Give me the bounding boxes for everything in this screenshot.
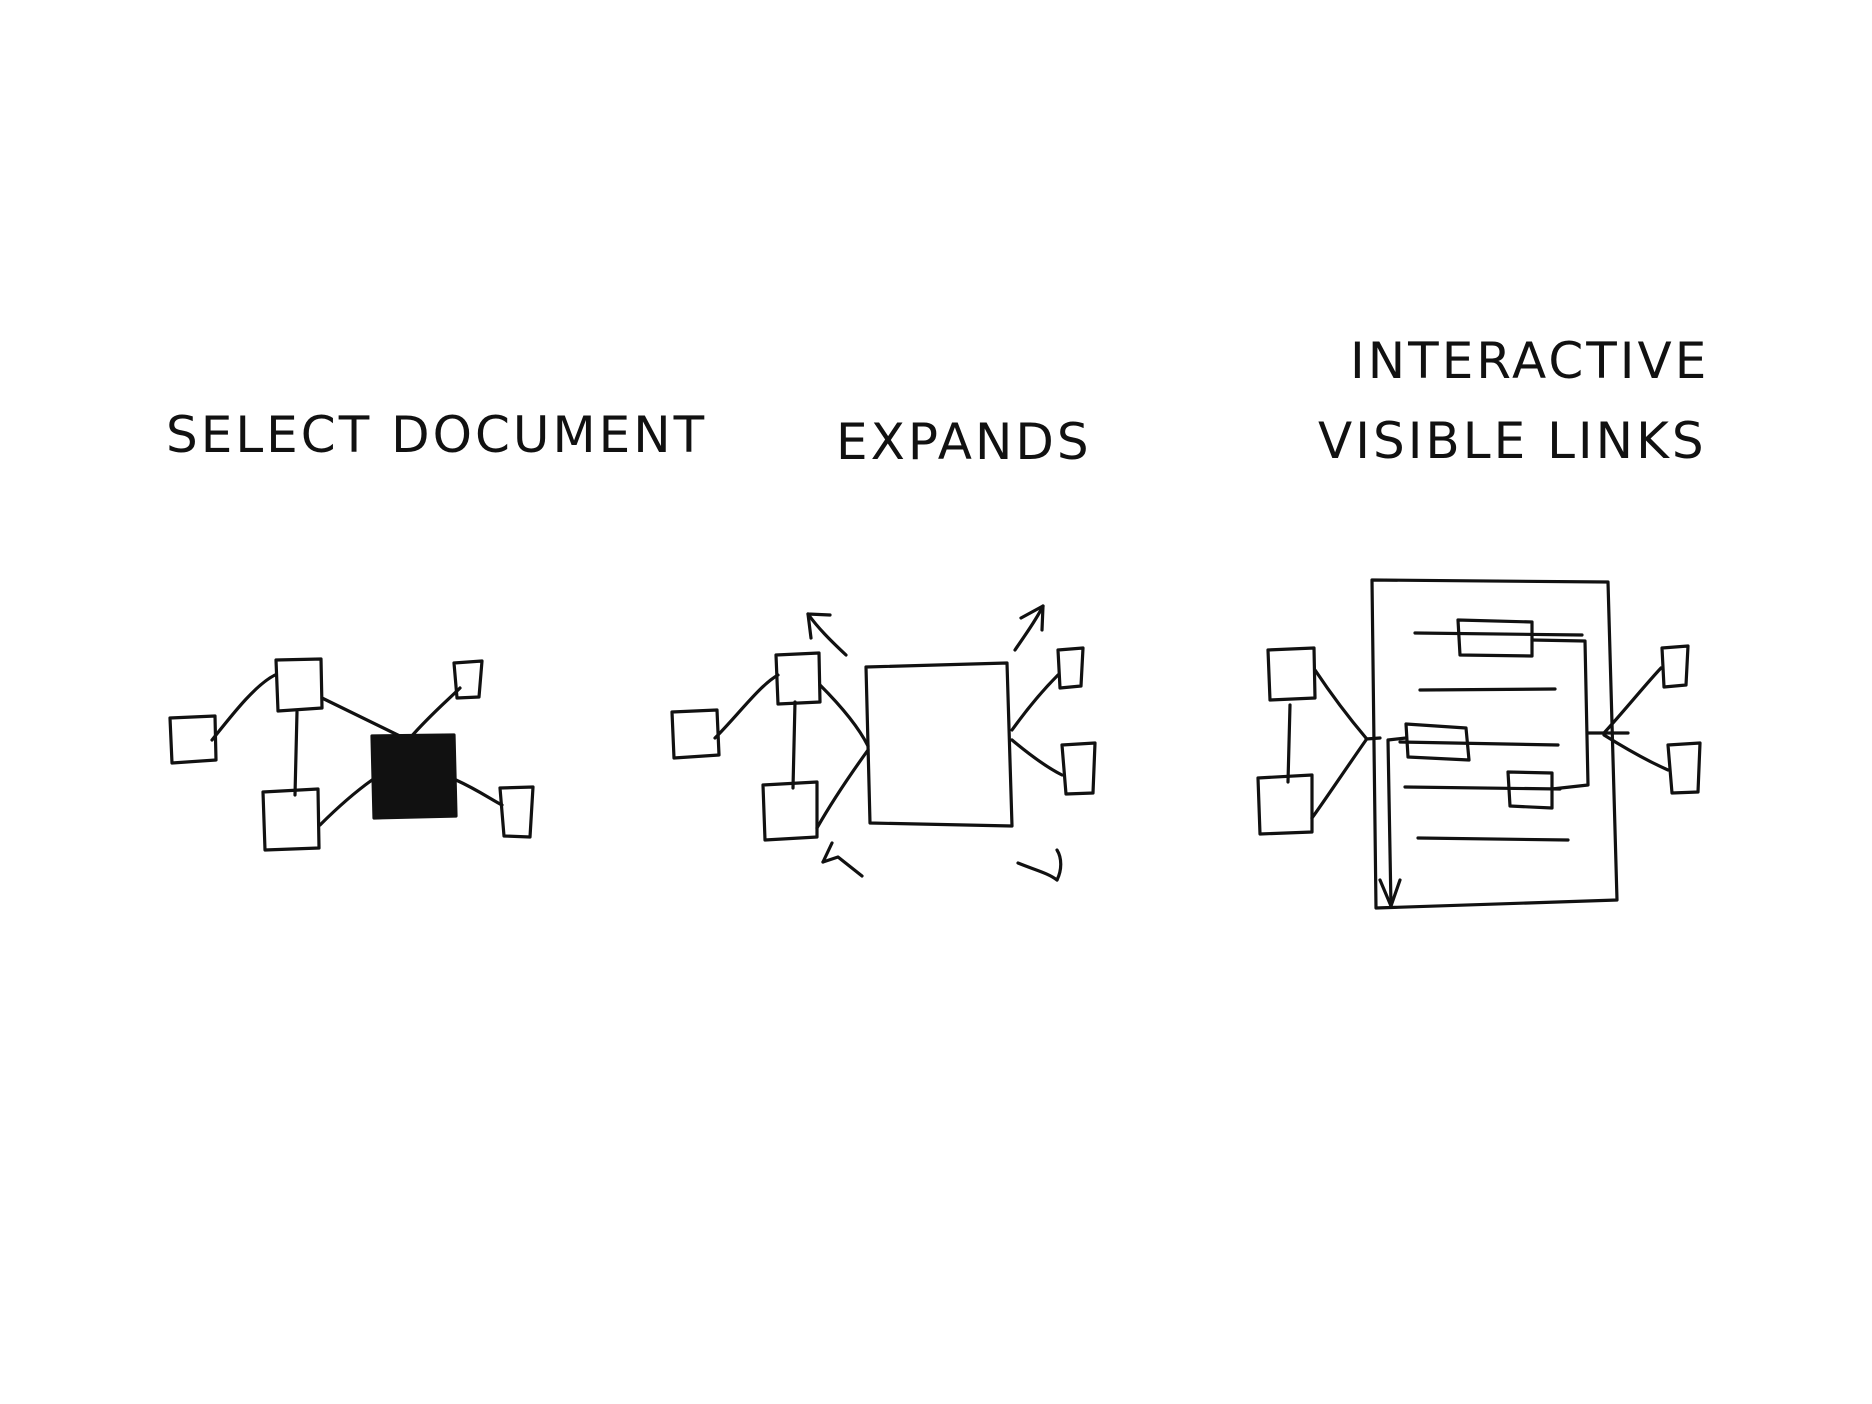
link-anchor-box: [1404, 722, 1471, 762]
document-node: [1660, 644, 1690, 689]
anchor-connector: [1530, 638, 1590, 791]
document-node: [1256, 773, 1314, 836]
text-line: [1413, 631, 1584, 637]
link-edge: [713, 673, 780, 740]
link-anchor-box: [1456, 618, 1534, 658]
caption-select-document: SELECT DOCUMENT: [166, 406, 707, 464]
expand-arrow-icon: [821, 841, 864, 878]
document-network-graph: [168, 657, 535, 852]
document-node: [452, 659, 484, 700]
caption-expands: EXPANDS: [836, 413, 1092, 471]
link-edge: [1310, 738, 1368, 820]
link-edge: [1010, 738, 1064, 777]
document-node: [274, 657, 324, 713]
document-node: [1666, 741, 1702, 795]
scroll-down-arrow-icon: [1378, 878, 1402, 908]
link-edge: [320, 696, 410, 742]
anchor-connector: [1364, 736, 1382, 741]
link-edge: [318, 778, 374, 827]
interactive-document-graph: [1256, 578, 1702, 910]
caption-interactive: INTERACTIVE: [1350, 332, 1709, 390]
document-node: [1056, 646, 1085, 690]
link-edge: [210, 673, 277, 742]
panel-expands: EXPANDS: [670, 413, 1097, 882]
text-line: [1416, 836, 1570, 842]
expand-arrow-icon: [1013, 604, 1045, 652]
document-node: [774, 651, 822, 706]
text-line: [1403, 785, 1562, 791]
panel-select-document: SELECT DOCUMENT: [166, 406, 707, 852]
panel-interactive-visible-links: INTERACTIVE VISIBLE LINKS: [1256, 332, 1709, 910]
link-edge: [791, 700, 797, 790]
selected-document-node: [370, 733, 458, 820]
link-edge: [1602, 733, 1670, 772]
link-edge: [815, 748, 870, 830]
link-edge: [454, 778, 504, 807]
text-line: [1418, 687, 1557, 692]
link-edge: [1286, 703, 1292, 784]
link-edge: [818, 683, 870, 748]
document-node: [168, 714, 218, 765]
document-node: [498, 785, 535, 839]
link-edge: [408, 686, 462, 740]
link-anchor-box: [1506, 770, 1554, 810]
link-edge: [1313, 668, 1368, 740]
expanded-document: [864, 661, 1014, 828]
link-edge: [293, 710, 299, 797]
document-node: [1060, 741, 1097, 796]
text-line: [1398, 740, 1560, 747]
caption-visible-links: VISIBLE LINKS: [1318, 412, 1707, 470]
anchor-connector: [1386, 736, 1408, 909]
document-node: [670, 708, 721, 760]
document-node: [261, 787, 321, 852]
document-node: [761, 780, 819, 842]
link-edge: [1010, 673, 1060, 732]
open-document-page: [1370, 578, 1619, 910]
expanding-document-graph: [670, 604, 1097, 882]
link-edge: [1602, 666, 1663, 735]
document-node: [1266, 646, 1317, 702]
expand-arrow-icon: [1016, 848, 1063, 882]
expand-arrow-icon: [806, 612, 848, 657]
